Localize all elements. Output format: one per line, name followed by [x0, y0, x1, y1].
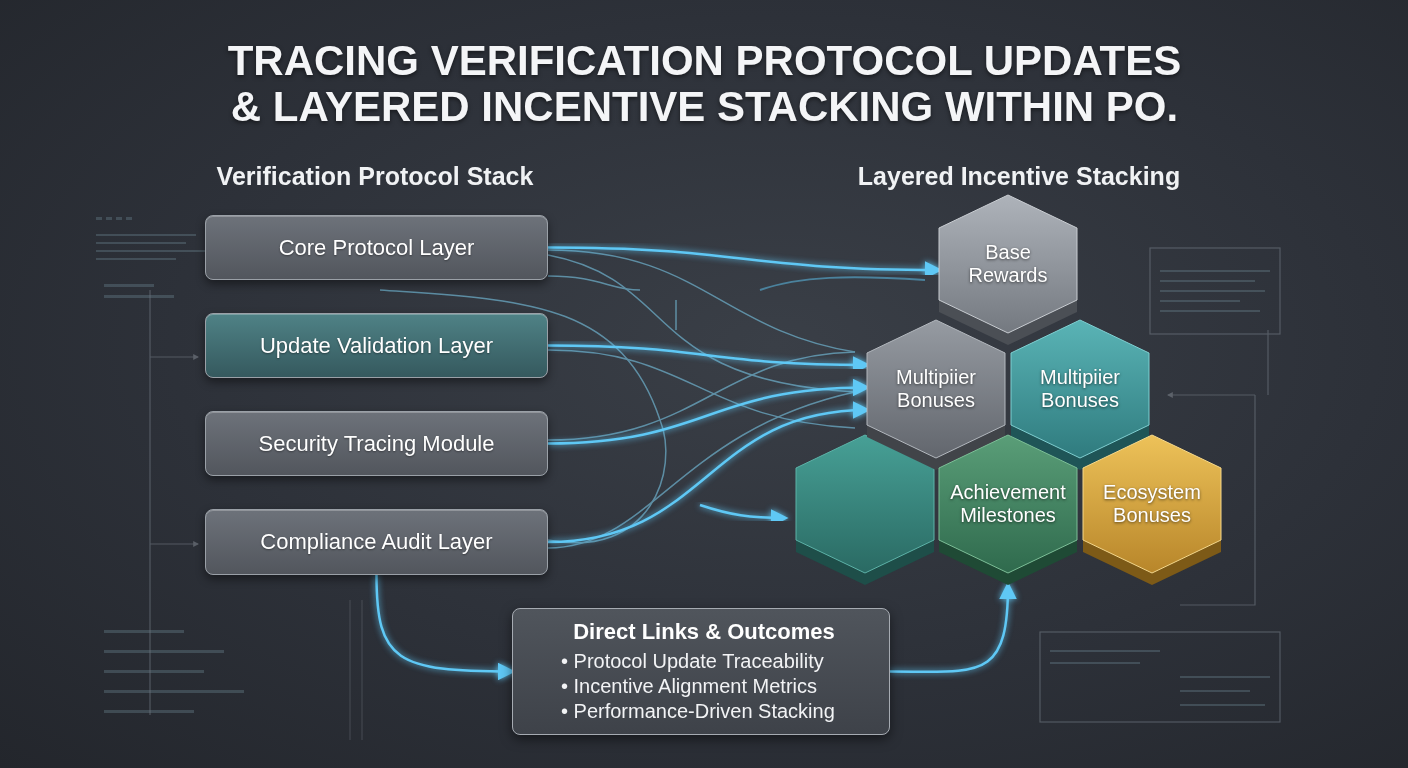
bullet-item: • Performance-Driven Stacking — [531, 699, 877, 724]
group-heading: Layered Incentive Stacking — [794, 162, 1244, 191]
texture-line — [96, 242, 186, 244]
texture-dash — [126, 217, 132, 220]
node-text: Ecosystem Bonuses — [1089, 481, 1215, 527]
node-text: Base Rewards — [945, 241, 1071, 287]
bullet-item: • Incentive Alignment Metrics — [531, 674, 877, 699]
fan-curve — [548, 276, 640, 290]
node-text: Achievement Milestones — [945, 481, 1071, 527]
texture-line — [96, 258, 176, 260]
texture-dash — [116, 217, 122, 220]
fan-tick — [675, 300, 677, 330]
texture-dash — [106, 217, 112, 220]
diagram-title: TRACING VERIFICATION PROTOCOL UPDATES & … — [212, 38, 1197, 130]
texture-line — [104, 295, 174, 298]
hexagon-face — [1083, 435, 1221, 573]
texture-line — [104, 284, 154, 287]
hexagon-label-area: Multipiier Bonuses — [1011, 320, 1149, 458]
outcome-panel: Direct Links & Outcomes • Protocol Update… — [512, 608, 890, 735]
node-text: Core Protocol Layer — [279, 235, 475, 261]
texture-line — [1180, 704, 1265, 706]
protocol-box: Core Protocol Layer — [205, 215, 548, 280]
hexagon-label-area: Base Rewards — [939, 195, 1077, 333]
texture-line — [104, 690, 244, 693]
texture-line — [96, 250, 206, 252]
protocol-box: Update Validation Layer — [205, 313, 548, 378]
texture-dash — [96, 217, 102, 220]
texture-line — [104, 670, 204, 673]
incentive-hexagon: Achievement Milestones — [939, 435, 1077, 585]
flow-connector — [548, 346, 867, 366]
incentive-hexagon: Ecosystem Bonuses — [1083, 435, 1221, 585]
flow-connector — [548, 248, 939, 271]
texture-line — [96, 234, 196, 236]
fan-curves — [380, 250, 855, 548]
flow-connector — [548, 410, 867, 542]
protocol-box: Security Tracing Module — [205, 411, 548, 476]
fan-curve — [548, 255, 855, 392]
bullet-item: • Protocol Update Traceability — [531, 649, 877, 674]
frame-line — [149, 290, 150, 715]
texture-frame — [1150, 248, 1280, 334]
texture-line — [1160, 280, 1255, 282]
hexagon-label-area: Ecosystem Bonuses — [1083, 435, 1221, 573]
protocol-box: Compliance Audit Layer — [205, 509, 548, 575]
hexagon-face — [1011, 320, 1149, 458]
frame-arrow — [1168, 394, 1255, 395]
texture-line — [1160, 310, 1260, 312]
texture-line — [1180, 690, 1250, 692]
node-text: Security Tracing Module — [259, 431, 495, 457]
texture-line — [1050, 662, 1140, 664]
texture-line — [104, 650, 224, 653]
frame-line — [1267, 330, 1268, 395]
frame-lines — [150, 248, 1280, 740]
flow-connector — [890, 585, 1008, 672]
frame-arrow — [150, 356, 198, 357]
texture-line — [1160, 270, 1270, 272]
flow-curve — [760, 277, 925, 290]
hexagon-label-area: Multipiier Bonuses — [867, 320, 1005, 458]
node-text: Multipiier Bonuses — [873, 366, 999, 412]
frame-arrow — [150, 543, 198, 544]
code-texture — [96, 217, 1270, 713]
texture-line — [1180, 676, 1270, 678]
frame-line — [350, 600, 362, 740]
flow-connector — [377, 575, 513, 672]
texture-frame — [1040, 632, 1280, 722]
hexagon-label-area: Achievement Milestones — [939, 435, 1077, 573]
node-text: Compliance Audit Layer — [260, 529, 492, 555]
hexagon-face — [939, 435, 1077, 573]
texture-line — [104, 630, 184, 633]
group-heading: Verification Protocol Stack — [150, 162, 600, 191]
texture-line — [1160, 300, 1240, 302]
node-text: Update Validation Layer — [260, 333, 493, 359]
flow-arrow — [700, 505, 785, 518]
node-text: Multipiier Bonuses — [1017, 366, 1143, 412]
hexagon-face — [867, 320, 1005, 458]
texture-line — [1160, 290, 1265, 292]
panel-heading: Direct Links & Outcomes — [531, 619, 877, 645]
incentive-hexagon: Base Rewards — [939, 195, 1077, 345]
texture-line — [104, 710, 194, 713]
texture-line — [1050, 650, 1160, 652]
hexagon-face — [939, 195, 1077, 333]
